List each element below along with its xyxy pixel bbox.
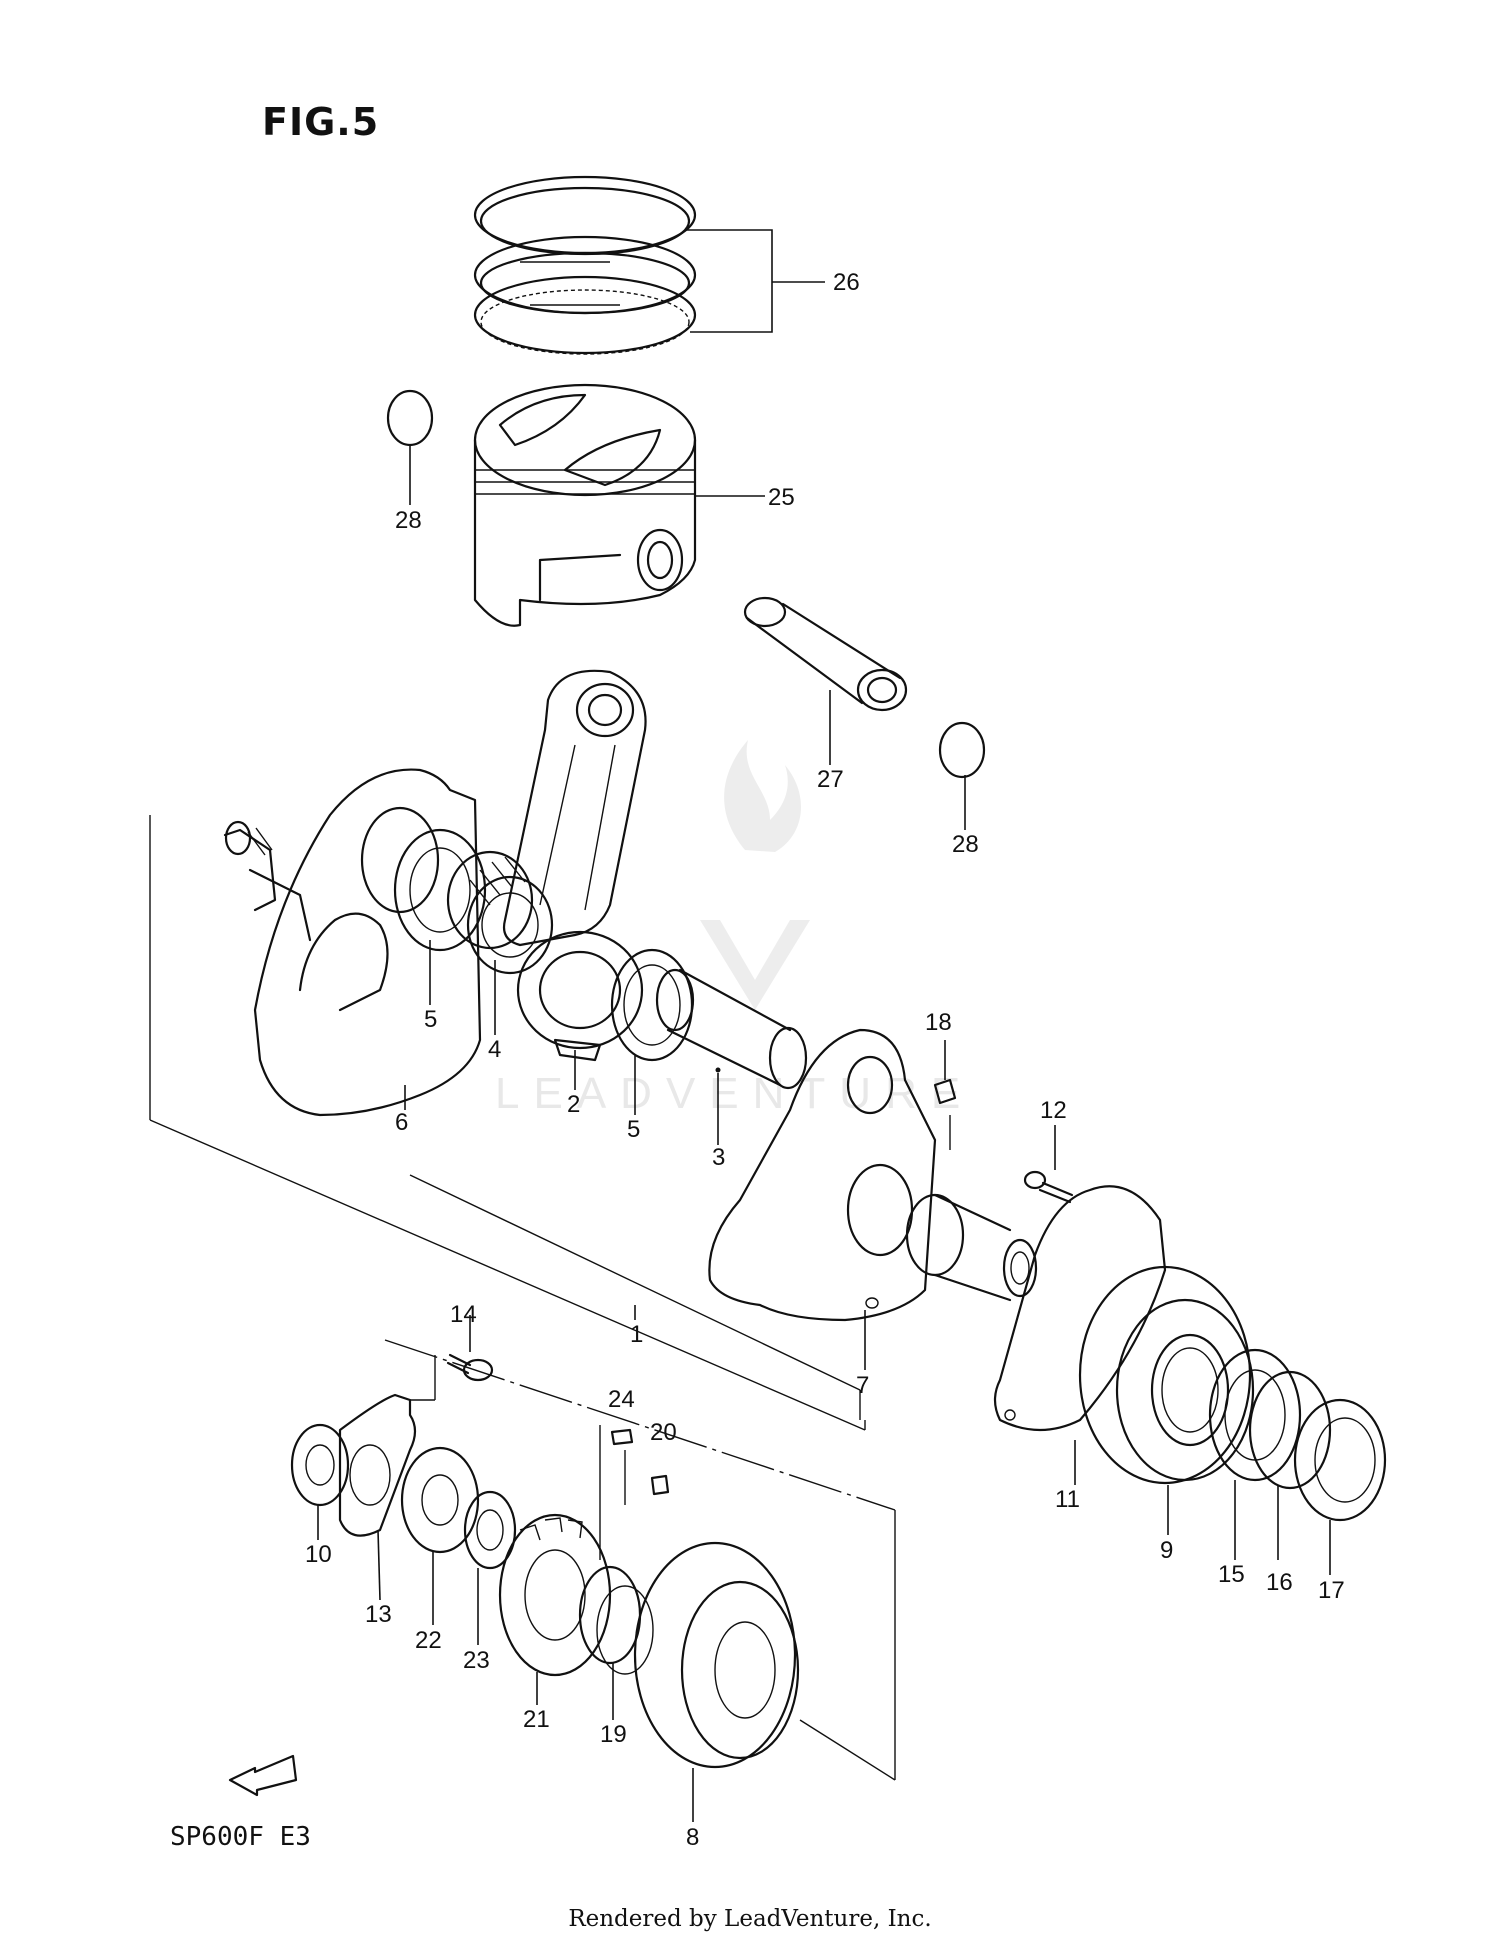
callout-12: 12 xyxy=(1040,1097,1067,1124)
callout-26: 26 xyxy=(833,269,860,296)
callout-16: 16 xyxy=(1266,1569,1293,1596)
crank-pin xyxy=(655,968,808,1090)
watermark-text: LEADVENTURE xyxy=(495,1069,974,1118)
callout-15: 15 xyxy=(1218,1561,1245,1588)
needle-bearing xyxy=(446,850,554,975)
callout-19: 19 xyxy=(600,1721,627,1748)
callout-27: 27 xyxy=(817,766,844,793)
gear-21 xyxy=(498,1513,612,1677)
callout-5b: 5 xyxy=(627,1116,640,1143)
screw-14 xyxy=(446,1353,494,1382)
watermark: LEADVENTURE xyxy=(495,740,974,1118)
key-20 xyxy=(650,1474,670,1496)
thrust-washer-left xyxy=(393,828,487,952)
callout-4: 4 xyxy=(488,1036,501,1063)
callout-28a: 28 xyxy=(395,507,422,534)
circlip-upper xyxy=(386,389,434,447)
callout-3: 3 xyxy=(712,1144,725,1171)
assembly-lines xyxy=(149,1115,951,1781)
piston-rings xyxy=(473,175,697,355)
callout-1: 1 xyxy=(630,1321,643,1348)
callout-14: 14 xyxy=(450,1301,477,1328)
callout-18: 18 xyxy=(925,1009,952,1036)
callout-5a: 5 xyxy=(424,1006,437,1033)
needle-bearing-19 xyxy=(578,1565,654,1675)
retainer-plate xyxy=(993,1185,1167,1432)
callout-23: 23 xyxy=(463,1647,490,1674)
connecting-rod xyxy=(502,669,647,1062)
oil-seal-10 xyxy=(290,1423,350,1507)
callout-11: 11 xyxy=(1055,1486,1080,1513)
bearing-right xyxy=(1078,1265,1255,1485)
callout-20: 20 xyxy=(650,1419,677,1446)
figure-title: FIG.5 xyxy=(262,100,380,144)
washer-16 xyxy=(1248,1370,1332,1490)
retainer-13 xyxy=(338,1393,417,1537)
callout-13: 13 xyxy=(365,1601,392,1628)
callout-7: 7 xyxy=(856,1372,869,1399)
callout-10: 10 xyxy=(305,1541,332,1568)
spacer-22 xyxy=(400,1446,480,1554)
circlip-right xyxy=(938,721,986,779)
callout-28b: 28 xyxy=(952,831,979,858)
washer-23 xyxy=(463,1490,517,1570)
fwd-arrow: FWD xyxy=(228,1754,298,1797)
model-code: SP600F E3 xyxy=(170,1822,311,1852)
callout-24: 24 xyxy=(608,1386,635,1413)
bolt-12 xyxy=(1023,1170,1074,1204)
callout-25: 25 xyxy=(768,484,795,511)
piston xyxy=(473,383,697,627)
piston-pin xyxy=(743,596,908,712)
footer-credit: Rendered by LeadVenture, Inc. xyxy=(568,1906,932,1932)
crank-half-left xyxy=(149,768,482,1120)
callout-22: 22 xyxy=(415,1627,442,1654)
crank-half-right xyxy=(708,1028,1038,1322)
woodruff-key xyxy=(933,1078,957,1105)
key-24 xyxy=(610,1428,634,1446)
callout-6: 6 xyxy=(395,1109,408,1136)
callout-labels: 1 2 3 4 5 5 6 7 8 9 10 11 12 13 14 15 16… xyxy=(305,269,1345,1851)
callout-17: 17 xyxy=(1318,1577,1345,1604)
callout-9: 9 xyxy=(1160,1537,1173,1564)
leader-lines xyxy=(317,229,1331,1822)
nut-17 xyxy=(1293,1398,1387,1522)
callout-21: 21 xyxy=(523,1706,550,1733)
callout-8: 8 xyxy=(686,1824,699,1851)
bearing-8 xyxy=(633,1541,800,1769)
callout-2: 2 xyxy=(567,1091,580,1118)
